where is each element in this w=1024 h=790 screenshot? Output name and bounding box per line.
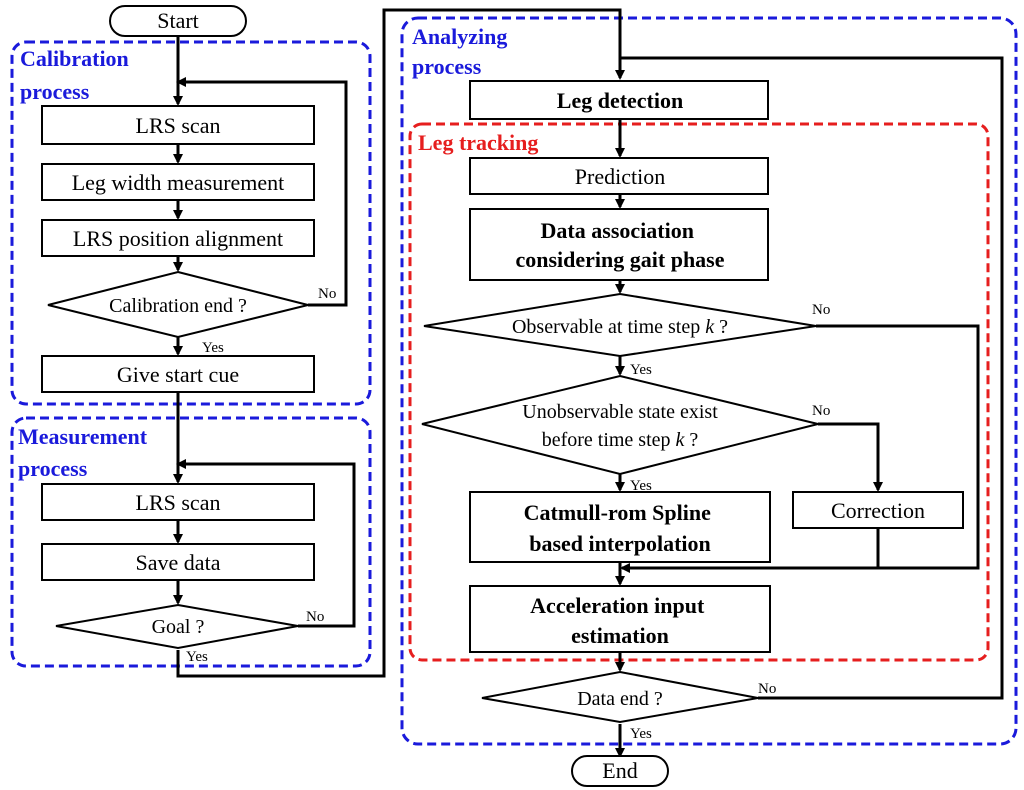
goal-label: Goal ? — [152, 616, 205, 638]
arrow-calibration-no-loop — [176, 77, 348, 307]
leg-tracking-region-title: Leg tracking — [418, 130, 538, 155]
data-association-box — [469, 208, 769, 281]
save-data-label: Save data — [136, 550, 221, 575]
leg-detection-label: Leg detection — [557, 88, 683, 113]
correction-box — [792, 491, 964, 529]
unobservable-decision — [421, 374, 819, 476]
arrow-dataend-no-loop — [620, 56, 1004, 700]
leg-width-box — [41, 163, 315, 201]
measurement-region-title: Measurement process — [18, 424, 153, 481]
leg-detection-box — [469, 80, 769, 120]
data-association-label: Data association considering gait phase — [515, 218, 724, 272]
data-end-yes-label: Yes — [630, 726, 652, 742]
start-cue-label: Give start cue — [117, 362, 239, 387]
calibration-lrs-scan-box — [41, 105, 315, 145]
end-label: End — [602, 758, 637, 783]
arrow-observable-no — [620, 324, 980, 573]
lrs-alignment-box — [41, 219, 315, 257]
calibration-end-label: Calibration end ? — [109, 295, 247, 317]
lrs-alignment-label: LRS position alignment — [73, 226, 283, 251]
analyzing-region — [400, 16, 1018, 746]
acceleration-label: Acceleration input estimation — [530, 593, 710, 648]
leg-width-label: Leg width measurement — [72, 170, 285, 195]
goal-yes-label: Yes — [186, 649, 208, 665]
calibration-end-decision — [47, 270, 309, 339]
catmull-rom-box — [469, 491, 771, 563]
analyzing-region-title: Analyzing process — [412, 24, 513, 79]
goal-decision — [55, 603, 299, 650]
measurement-region — [10, 416, 372, 668]
data-end-decision — [481, 670, 759, 724]
leg-tracking-region — [408, 122, 990, 662]
observable-yes-label: Yes — [630, 362, 652, 378]
prediction-label: Prediction — [575, 164, 665, 189]
save-data-box — [41, 543, 315, 581]
goal-no-label: No — [306, 609, 324, 625]
data-end-label: Data end ? — [577, 688, 663, 710]
calibration-no-label: No — [318, 286, 336, 302]
unobservable-no-label: No — [812, 403, 830, 419]
arrow-unobservable-no — [818, 422, 883, 492]
prediction-box — [469, 157, 769, 195]
end-terminal — [571, 755, 669, 787]
measurement-lrs-scan-label: LRS scan — [136, 490, 221, 515]
calibration-region-title: Calibration process — [20, 46, 134, 104]
data-end-no-label: No — [758, 681, 776, 697]
observable-no-label: No — [812, 302, 830, 318]
arrow-goal-no-loop — [176, 459, 356, 628]
start-cue-box — [41, 355, 315, 393]
start-label: Start — [157, 8, 199, 33]
observable-decision — [423, 292, 817, 358]
measurement-lrs-scan-box — [41, 483, 315, 521]
catmull-rom-label: Catmull-rom Spline based interpolation — [524, 500, 717, 556]
start-terminal — [109, 5, 247, 37]
observable-label: Observable at time step k ? — [512, 316, 728, 338]
calibration-region — [10, 40, 372, 406]
unobservable-yes-label: Yes — [630, 478, 652, 494]
calibration-lrs-scan-label: LRS scan — [136, 113, 221, 138]
acceleration-box — [469, 585, 771, 653]
arrow-goal-yes-to-analysis — [176, 8, 625, 678]
calibration-yes-label: Yes — [202, 340, 224, 356]
correction-label: Correction — [831, 498, 925, 523]
